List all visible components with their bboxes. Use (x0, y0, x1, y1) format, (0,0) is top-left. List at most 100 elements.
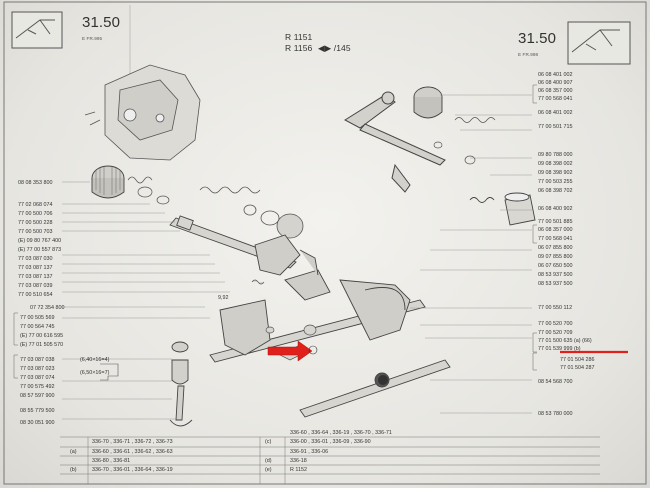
gearbox-housing (84, 64, 201, 161)
table-row: 336-60 , 336-61 , 336-62 , 336-63 (92, 449, 173, 455)
table-marker: (c) (265, 439, 272, 445)
synchro-ring-left (91, 165, 125, 199)
table-row: 336-80 , 336-81 (92, 458, 131, 464)
right-ref: 77 00 550 112 (538, 305, 573, 311)
table-row: 336-70 , 336-01 , 336-64 , 336-19 (92, 467, 173, 473)
right-ref: 06 08 401 002 (538, 72, 573, 78)
right-ref: 77 01 504 286 (560, 357, 595, 363)
right-ref: 77 00 520 700 (538, 321, 573, 327)
left-ref: 08 55 779 500 (20, 408, 55, 414)
dimension-label: 9,92 (218, 295, 229, 301)
right-ref: 08 53 937 500 (538, 272, 573, 278)
marker-2 (308, 345, 318, 355)
header-icon-right (567, 21, 631, 65)
right-ref: 06 08 400 902 (538, 206, 573, 212)
right-ref: 06 07 855 800 (538, 245, 573, 251)
shift-fork-center (254, 234, 331, 301)
left-ref: 77 02 068 074 (18, 202, 53, 208)
right-ref: 77 00 568 041 (538, 236, 573, 242)
right-ref: 06 08 357 000 (538, 88, 573, 94)
ratio-label-1: (6,40×16=4) (80, 357, 110, 363)
left-ref: 77 00 500 703 (18, 229, 53, 235)
left-ref: (E) 09 80 767 400 (18, 238, 62, 244)
header-icon-left (11, 11, 63, 49)
left-ref: 77 03 087 137 (18, 274, 53, 280)
left-ref: 77 00 500 706 (18, 211, 53, 217)
right-ref: 08 53 937 500 (538, 281, 573, 287)
left-ref: (E) 77 01 505 570 (20, 342, 64, 348)
table-row: 336-60 , 336-64 , 336-19 , 336-70 , 336-… (290, 430, 392, 436)
left-ref: 77 03 087 030 (18, 256, 53, 262)
left-ref: 77 00 564 745 (20, 324, 55, 330)
shift-fork-lower (219, 279, 411, 356)
table-marker: (d) (265, 458, 272, 464)
table-row: R 1152 (290, 467, 307, 473)
gear-lever-bottom (169, 341, 193, 427)
left-brackets (13, 312, 18, 379)
synchro-ring-right (413, 86, 443, 119)
left-ref: 77 03 087 038 (20, 357, 55, 363)
spring-stack-center (199, 186, 304, 239)
left-ref: 08 30 051 900 (20, 420, 55, 426)
right-ref: 08 53 780 000 (538, 411, 573, 417)
right-ref: 77 00 520 709 (538, 330, 573, 336)
left-ref: 08 57 597 900 (20, 393, 55, 399)
right-ref: 09 07 855 800 (538, 254, 573, 260)
page-sub-right: E FR.998 (518, 52, 539, 57)
footnote-table-grid (60, 436, 600, 484)
left-ref: 77 00 575 492 (20, 384, 55, 390)
leader-lines-right (410, 94, 532, 414)
right-ref: 09 08 398 002 (538, 161, 573, 167)
left-ref: 77 00 500 228 (18, 220, 53, 226)
right-ref: 09 80 788 000 (538, 152, 573, 158)
right-ref: 08 54 568 700 (538, 379, 573, 385)
right-ref-highlighted: 77 01 539 999 (b) (538, 346, 581, 352)
left-ref: 07 72 354 800 (30, 305, 65, 311)
table-row: 336-70 , 336-71 , 336-72 , 336-73 (92, 439, 173, 445)
model-line-2: R 1156 (285, 43, 313, 53)
left-ref: 77 03 087 023 (20, 366, 55, 372)
right-ref: 77 00 503 255 (538, 179, 573, 185)
table-row: 336-00 , 336-01 , 336-09 , 336-90 (290, 439, 371, 445)
right-ref: 77 00 501 715 (538, 124, 573, 130)
model-line-1: R 1151 (285, 32, 313, 42)
ratio-clip-icon (100, 363, 119, 381)
right-ref: 77 01 500 635 (a) (66) (538, 338, 592, 344)
spring-left (127, 176, 170, 205)
leader-lines-left (62, 181, 230, 420)
left-ref: 77 03 087 074 (20, 375, 55, 381)
right-ref: 09 08 398 902 (538, 170, 573, 176)
table-row: 336-91 , 336-06 (290, 449, 329, 455)
right-ref: 77 01 504 287 (560, 365, 595, 371)
left-ref: 77 03 087 039 (18, 283, 53, 289)
table-row: 336-18 (290, 458, 307, 464)
spring-right (433, 117, 496, 165)
table-marker: (b) (70, 467, 77, 473)
right-ref: 77 00 501 885 (538, 219, 573, 225)
bushing-right (469, 192, 536, 226)
right-ref: 06 08 400 907 (538, 80, 573, 86)
marker-r (378, 375, 388, 385)
page-sub-left: E FR.995 (82, 36, 103, 41)
left-ref: 08 08 353 800 (18, 180, 53, 186)
left-ref: (E) 77 00 616 595 (20, 333, 64, 339)
model-suffix: ◀▶ /145 (318, 43, 351, 53)
rocker-arm-upper-right (344, 91, 446, 193)
right-ref: 06 08 398 702 (538, 188, 573, 194)
table-marker: (e) (265, 467, 272, 473)
left-ref: 77 00 510 654 (18, 292, 53, 298)
left-ref: (E) 77 00 557 873 (18, 247, 62, 253)
right-brackets (532, 84, 537, 371)
left-ref: 77 00 505 569 (20, 315, 55, 321)
page-number-right: 31.50 (518, 30, 557, 47)
table-marker: (a) (70, 449, 77, 455)
left-ref: 77 03 087 137 (18, 265, 53, 271)
right-ref: 77 00 568 041 (538, 96, 573, 102)
ratio-label-2: (6,50×16=7) (80, 370, 110, 376)
right-ref: 06 08 401 002 (538, 110, 573, 116)
right-ref: 06 08 357 000 (538, 227, 573, 233)
page-number-left: 31.50 (82, 14, 121, 31)
red-arrow (267, 340, 313, 362)
